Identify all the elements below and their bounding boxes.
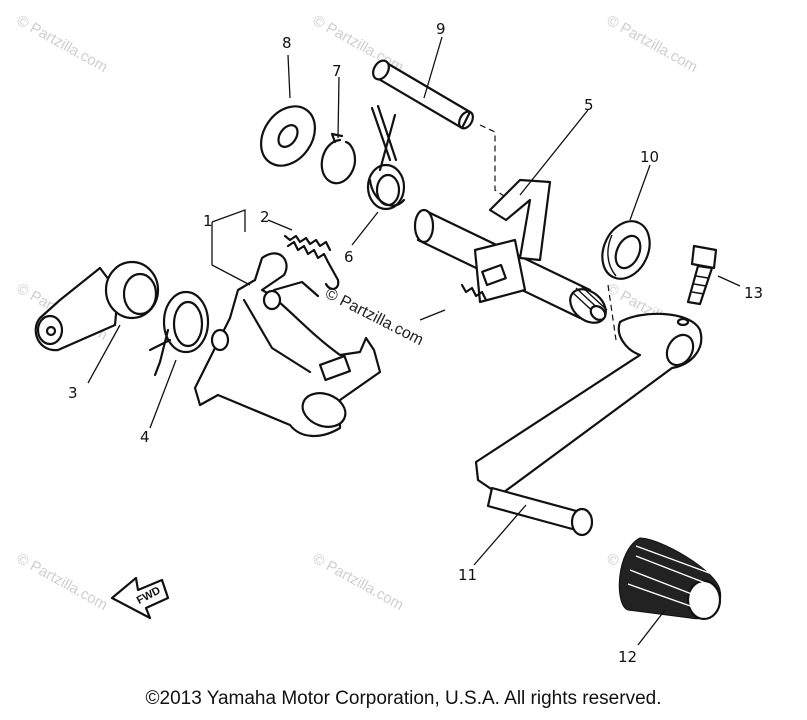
- part-4-return-spring[interactable]: [148, 290, 210, 377]
- callout-1: 1: [203, 212, 213, 230]
- part-3-shift-arm[interactable]: [34, 260, 160, 352]
- callout-labels: 1 2 3 4 5 6 7 8 9 10 11 12 13: [68, 20, 763, 666]
- part-1-shift-lever[interactable]: [193, 252, 382, 437]
- part-5-shift-shaft[interactable]: [413, 178, 612, 330]
- callout-8: 8: [282, 34, 292, 52]
- part-7-circlip[interactable]: [320, 132, 357, 185]
- part-8-washer[interactable]: [250, 96, 326, 176]
- part-10-oil-seal[interactable]: [593, 214, 658, 287]
- callout-13: 13: [744, 284, 763, 302]
- forward-direction-arrow: FWD: [110, 576, 170, 620]
- part-6-torsion-spring[interactable]: [366, 104, 406, 211]
- callout-5: 5: [584, 96, 594, 114]
- callout-7: 7: [332, 62, 342, 80]
- part-13-bolt[interactable]: [686, 244, 718, 306]
- part-2-tension-spring[interactable]: [283, 234, 340, 290]
- leader-lines: [87, 36, 741, 646]
- callout-9: 9: [436, 20, 446, 38]
- callout-4: 4: [140, 428, 150, 446]
- callout-3: 3: [68, 384, 78, 402]
- callout-12: 12: [618, 648, 637, 666]
- callout-6: 6: [344, 248, 354, 266]
- part-11-shift-pedal[interactable]: [474, 312, 703, 537]
- part-12-pedal-rubber[interactable]: [618, 537, 722, 621]
- callout-2: 2: [260, 208, 270, 226]
- callout-10: 10: [640, 148, 659, 166]
- part-9-shaft-pin[interactable]: [370, 58, 476, 131]
- callout-11: 11: [458, 566, 477, 584]
- copyright-notice: ©2013 Yamaha Motor Corporation, U.S.A. A…: [145, 688, 662, 709]
